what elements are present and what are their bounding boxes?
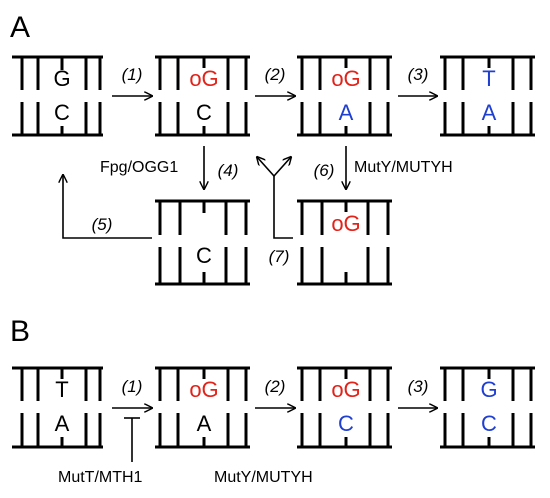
panel-a-duplex-6-top-base: oG [331,211,360,236]
panel-a-duplex-3: oG A [297,55,392,137]
panel-a-duplex-3-bottom-base: A [339,100,354,125]
panel-a-arrow-7-branch-right [273,157,291,177]
panel-b-enzyme-muty-mutyh: MutY/MUTYH [214,469,313,486]
panel-a-step-6: (6) [314,161,335,180]
panel-b-duplex-2-bottom-base: A [197,411,212,436]
panel-a-arrow-5 [63,175,152,239]
panel-a-duplex-5-bottom-base: C [196,243,212,268]
panel-a-step-7: (7) [269,247,290,266]
panel-b-duplex-1-bottom-base: A [55,411,70,436]
panel-a-duplex-2-top-base: oG [189,66,218,91]
panel-a-duplex-2-bottom-base: C [196,100,212,125]
panel-b-duplex-2: oG A [155,366,250,449]
panel-a-duplex-4-top-base: T [482,66,495,91]
panel-b-duplex-2-top-base: oG [189,377,218,402]
panel-a-enzyme-muty-mutyh: MutY/MUTYH [354,159,453,176]
panel-a-duplex-5: C [155,199,250,286]
panel-b-duplex-4: G C [440,366,535,449]
panel-b-duplex-4-bottom-base: C [481,411,497,436]
panel-a-duplex-2: oG C [155,55,250,137]
panel-b-step-3: (3) [408,377,429,396]
panel-b-step-2: (2) [265,377,286,396]
panel-a-step-5: (5) [92,215,113,234]
panel-a-step-3: (3) [408,65,429,84]
panel-a-arrow-7-stem [273,176,293,239]
panel-a-duplex-3-top-base: oG [331,66,360,91]
panel-a-arrow-7-branch-left [257,157,275,177]
panel-b-duplex-3: oG C [297,366,392,449]
panel-b-letter: B [10,315,30,348]
panel-b-duplex-3-top-base: oG [331,377,360,402]
panel-a-enzyme-fpg-ogg1: Fpg/OGG1 [100,159,178,176]
panel-b-duplex-4-top-base: G [480,377,497,402]
panel-b-enzyme-mutt-mth1: MutT/MTH1 [58,469,143,486]
panel-a-letter: A [10,11,30,44]
panel-b-duplex-1: T A [12,366,103,449]
panel-b-duplex-1-top-base: T [55,377,68,402]
panel-a-duplex-6: oG [297,199,392,286]
panel-a-duplex-4-bottom-base: A [482,100,497,125]
panel-a-duplex-1: G C [12,55,103,137]
panel-a-duplex-1-bottom-base: C [54,100,70,125]
panel-b-step-1: (1) [122,377,143,396]
panel-a-duplex-4: T A [440,55,535,137]
panel-a-step-4: (4) [218,161,239,180]
panel-a-step-1: (1) [122,65,143,84]
panel-a-step-2: (2) [265,65,286,84]
panel-a-duplex-1-top-base: G [53,66,70,91]
panel-b-duplex-3-bottom-base: C [338,411,354,436]
